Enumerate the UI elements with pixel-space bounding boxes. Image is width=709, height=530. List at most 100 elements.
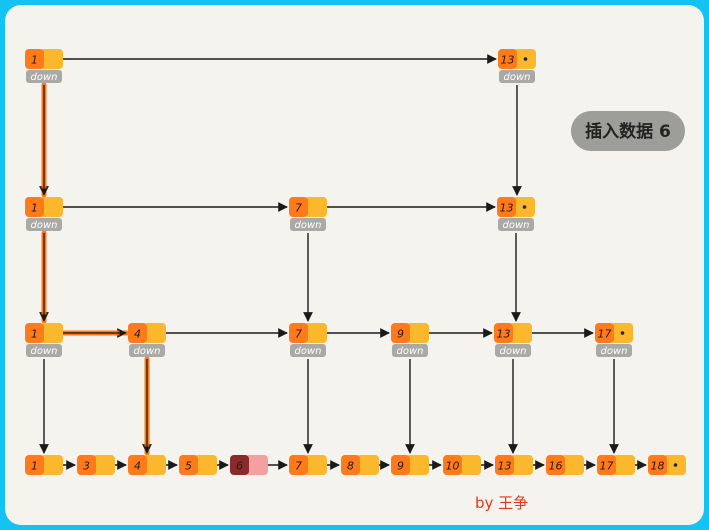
node-value: 7 (295, 460, 302, 473)
down-box (596, 344, 632, 357)
node-value: 9 (397, 460, 404, 473)
null-pointer-dot (523, 57, 528, 61)
down-label: down (504, 72, 531, 83)
author-credit: by 王争 (475, 494, 528, 512)
node-pointer (40, 455, 63, 475)
node-pointer (561, 455, 584, 475)
node-value: 5 (185, 460, 192, 473)
node-pointer (304, 197, 327, 217)
search-path-layer (40, 82, 151, 456)
node-key (495, 455, 514, 475)
node-pointer (143, 323, 166, 343)
node-l2-13: 13 down (497, 197, 535, 231)
down-box (26, 344, 62, 357)
node-key (597, 455, 616, 475)
node-pointer (304, 455, 327, 475)
node-pointer (510, 455, 533, 475)
nodes-layer: 1down13down1down7down13down1down4down7do… (25, 49, 686, 475)
down-box (290, 344, 326, 357)
node-l0-3: 3 (77, 455, 115, 475)
node-value: 4 (134, 460, 141, 473)
down-label: down (397, 346, 424, 357)
down-label: down (503, 220, 530, 231)
node-value: 7 (295, 202, 302, 215)
node-l3-13: 13 down (498, 49, 536, 83)
links-layer (39, 54, 647, 470)
node-key (128, 323, 147, 343)
node-value: 1 (31, 460, 38, 473)
node-l0-13: 13 (495, 455, 533, 475)
node-value: 1 (31, 202, 38, 215)
node-value: 1 (31, 328, 38, 341)
down-box (499, 70, 535, 83)
node-value: 13 (501, 54, 515, 67)
node-pointer (245, 455, 268, 475)
node-key (391, 323, 410, 343)
node-l0-9: 9 (391, 455, 429, 475)
down-label: down (31, 220, 58, 231)
node-value: 8 (347, 460, 354, 473)
null-pointer-dot (673, 463, 678, 467)
null-pointer-dot (620, 331, 625, 335)
down-label: down (31, 346, 58, 357)
badge-background (571, 111, 685, 151)
node-value: 13 (497, 328, 511, 341)
node-l0-18: 18 (648, 455, 686, 475)
node-pointer (40, 197, 63, 217)
node-key (289, 197, 308, 217)
node-value: 13 (498, 460, 512, 473)
node-l0-10: 10 (443, 455, 481, 475)
down-box (26, 218, 62, 231)
node-value: 17 (600, 460, 614, 473)
skip-list-diagram: 1down13down1down7down13down1down4down7do… (25, 49, 686, 512)
node-l0-16: 16 (546, 455, 584, 475)
down-box (495, 344, 531, 357)
node-key (546, 455, 565, 475)
node-key (443, 455, 462, 475)
node-key (230, 455, 249, 475)
node-key (341, 455, 360, 475)
node-value: 9 (397, 328, 404, 341)
node-key (391, 455, 410, 475)
down-label: down (500, 346, 527, 357)
node-pointer (143, 455, 166, 475)
node-key (25, 455, 44, 475)
node-l0-7: 7 (289, 455, 327, 475)
node-value: 1 (31, 54, 38, 67)
down-label: down (295, 346, 322, 357)
node-key (289, 455, 308, 475)
node-value: 13 (500, 202, 514, 215)
node-key (595, 323, 614, 343)
node-pointer (509, 323, 532, 343)
down-box (129, 344, 165, 357)
node-key (494, 323, 513, 343)
node-l2-1: 1 down (25, 197, 63, 231)
insert-badge: 插入数据 6 (571, 111, 685, 151)
node-pointer (356, 455, 379, 475)
node-pointer (40, 49, 63, 69)
down-label: down (295, 220, 322, 231)
node-key (289, 323, 308, 343)
down-label: down (31, 72, 58, 83)
node-pointer (406, 455, 429, 475)
node-l0-5: 5 (179, 455, 217, 475)
badge-text: 插入数据 6 (585, 121, 671, 142)
node-pointer (612, 455, 635, 475)
node-pointer (458, 455, 481, 475)
node-value: 7 (295, 328, 302, 341)
node-l1-1: 1 down (25, 323, 63, 357)
down-box (392, 344, 428, 357)
node-key (128, 455, 147, 475)
node-key (77, 455, 96, 475)
node-key (648, 455, 667, 475)
node-value: 6 (236, 460, 243, 473)
down-box (26, 70, 62, 83)
node-pointer (92, 455, 115, 475)
node-value: 3 (83, 460, 90, 473)
node-pointer (304, 323, 327, 343)
node-l0-17: 17 (597, 455, 635, 475)
